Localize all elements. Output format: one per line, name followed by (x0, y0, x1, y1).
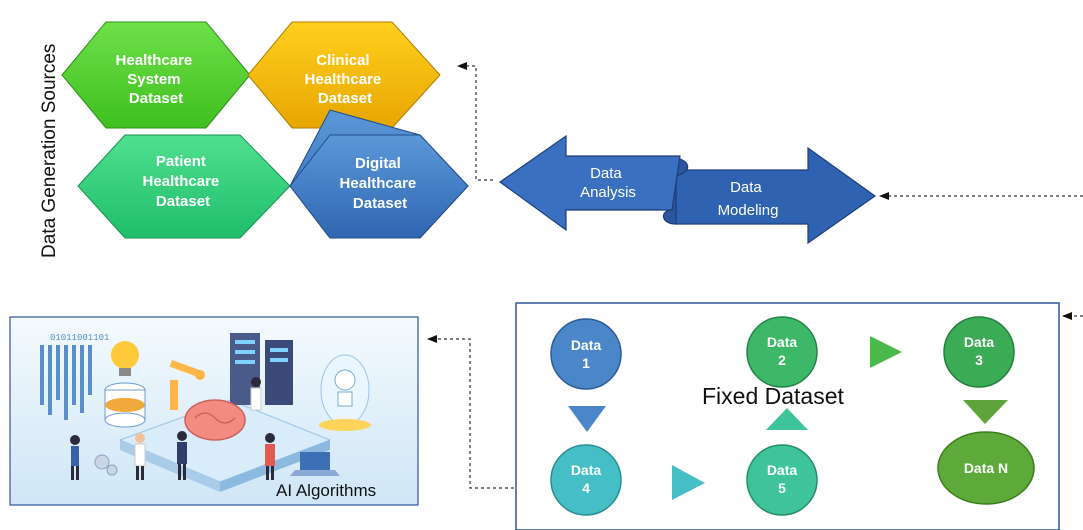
person-figure-icon (177, 431, 187, 480)
robot-arm-icon (169, 360, 205, 410)
fixed-dataset-title: Fixed Dataset (702, 383, 845, 409)
laptop-icon (290, 452, 340, 476)
connector-to-ai-panel (427, 335, 514, 489)
brain-icon (184, 399, 246, 441)
triangle-arrow-down (568, 406, 606, 432)
person-figure-icon (250, 377, 262, 411)
node-data-n: Data N (937, 431, 1035, 505)
hexagon-digital: Digital Healthcare Dataset (289, 109, 469, 239)
data-analysis-label: Data Analysis (580, 165, 636, 201)
svg-text:Data N: Data N (964, 460, 1008, 476)
binary-code-text: 01011001101 (50, 333, 109, 343)
code-columns-illustration (40, 345, 92, 420)
lightbulb-icon (111, 341, 139, 369)
hexagon-patient-label: Patient Healthcare Dataset (143, 153, 224, 210)
hexagon-healthcare-system-label: Healthcare System Dataset (116, 52, 197, 107)
gear-icon (94, 454, 110, 470)
person-figure-icon (265, 433, 275, 480)
robot-capsule-icon (319, 354, 371, 431)
hexagon-clinical: Clinical Healthcare Dataset (247, 21, 441, 129)
triangle-arrow-right (672, 465, 705, 500)
ai-algorithms-caption: AI Algorithms (276, 481, 376, 500)
triangle-arrow-down (963, 400, 1008, 424)
database-icon (104, 382, 146, 428)
connector-to-clinical (457, 62, 493, 181)
hexagon-digital-label: Digital Healthcare Dataset (340, 155, 421, 212)
side-label: Data Generation Sources (39, 44, 60, 258)
person-figure-icon (134, 433, 146, 480)
gear-icon (106, 464, 118, 476)
analysis-modeling-arrow: Data Analysis Data Modeling (498, 134, 877, 245)
ai-algorithms-panel: 01011001101 (9, 316, 419, 506)
hexagon-patient: Patient Healthcare Dataset (77, 134, 291, 239)
triangle-arrow-right (870, 336, 902, 368)
hexagon-healthcare-system: Healthcare System Dataset (61, 21, 251, 129)
hexagon-clinical-label: Clinical Healthcare Dataset (305, 52, 386, 107)
data-modeling-label: Data Modeling (718, 179, 779, 219)
triangle-arrow-up (766, 408, 808, 430)
person-figure-icon (70, 435, 80, 480)
